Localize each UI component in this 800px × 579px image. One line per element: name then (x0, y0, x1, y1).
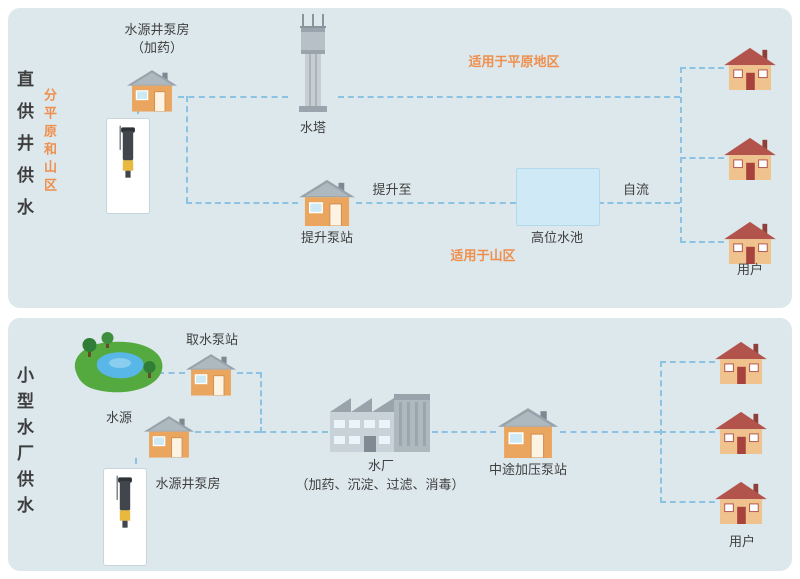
users-label: 用户 (736, 263, 763, 278)
panel-heading-direct-supply: 直供井供水 (13, 70, 33, 230)
lift-pump-station-icon (298, 178, 356, 226)
pipe-segment (680, 67, 682, 243)
well-pump-icon (112, 475, 138, 537)
intake-station-label: 取水泵站 (185, 333, 238, 348)
pipe-segment (338, 96, 680, 98)
well-pump-icon (115, 125, 141, 187)
lift-station-label: 提升泵站 (300, 231, 353, 246)
user-house-icon (715, 480, 767, 524)
well-pump-house-icon (143, 414, 195, 458)
user-house-icon (724, 46, 776, 90)
mountain-area-note: 适用于山区 (450, 249, 516, 264)
user-house-icon (715, 340, 767, 384)
user-house-icon (715, 410, 767, 454)
water-source-label: 水源 (105, 411, 132, 426)
pipe-segment (660, 501, 715, 503)
pipe-segment (186, 202, 298, 204)
pipe-segment (432, 431, 496, 433)
plain-area-note: 适用于平原地区 (468, 55, 560, 70)
pipe-segment (158, 372, 185, 374)
well-pump-house-label: 水源井泵房 (155, 477, 221, 492)
water-tower-label: 水塔 (299, 121, 326, 136)
pipe-segment (680, 241, 724, 243)
water-plant-process-label: （加药、沉淀、过滤、消毒） (295, 478, 465, 493)
pipe-segment (598, 202, 680, 204)
elevated-pool-icon (516, 168, 600, 226)
panel-subheading-plain-mountain: 分平原和山区 (41, 88, 56, 196)
elevated-pool-label: 高位水池 (530, 231, 583, 246)
pipe-segment (356, 202, 516, 204)
small-plant-supply-panel: 小型水厂供水 取水泵站 水源 水源井泵房 水厂 （加药、沉淀、过滤、消毒） 中途… (8, 318, 792, 571)
booster-station-label: 中途加压泵站 (488, 463, 567, 478)
pipe-segment (137, 108, 139, 126)
direct-well-supply-panel: 直供井供水 分平原和山区 水源井泵房 （加药） 水塔 适用于平原地区 提升 (8, 8, 792, 308)
pipe-segment (680, 157, 724, 159)
pipe-segment (178, 96, 288, 98)
source-house-label-line1: 水源井泵房 (124, 23, 190, 38)
water-tower-icon (288, 14, 338, 114)
pipe-segment (195, 431, 260, 433)
gravity-flow-label: 自流 (622, 183, 649, 198)
water-plant-label: 水厂 (367, 459, 394, 474)
users-label: 用户 (728, 535, 755, 550)
pipe-segment (660, 431, 715, 433)
source-house-label: 水源井泵房 （加药） (92, 22, 222, 58)
water-source-pond-icon (68, 332, 168, 396)
well-casing (103, 468, 147, 566)
well-casing (106, 118, 150, 214)
panel-heading-small-plant: 小型水厂供水 (13, 366, 33, 522)
pipe-segment (560, 431, 660, 433)
lift-to-label: 提升至 (372, 183, 412, 198)
user-house-icon (724, 136, 776, 180)
booster-pump-station-icon (496, 406, 560, 458)
pipe-segment (680, 67, 724, 69)
source-house-label-line2: （加药） (130, 41, 183, 57)
intake-pump-station-icon (185, 352, 237, 396)
water-plant-icon (328, 388, 432, 452)
pipe-segment (237, 372, 262, 374)
source-well-pump-house-icon (126, 68, 178, 112)
pipe-segment (260, 431, 328, 433)
pipe-segment (186, 96, 188, 203)
user-house-icon (724, 220, 776, 264)
pipe-segment (660, 361, 715, 363)
pipe-segment (260, 372, 262, 433)
